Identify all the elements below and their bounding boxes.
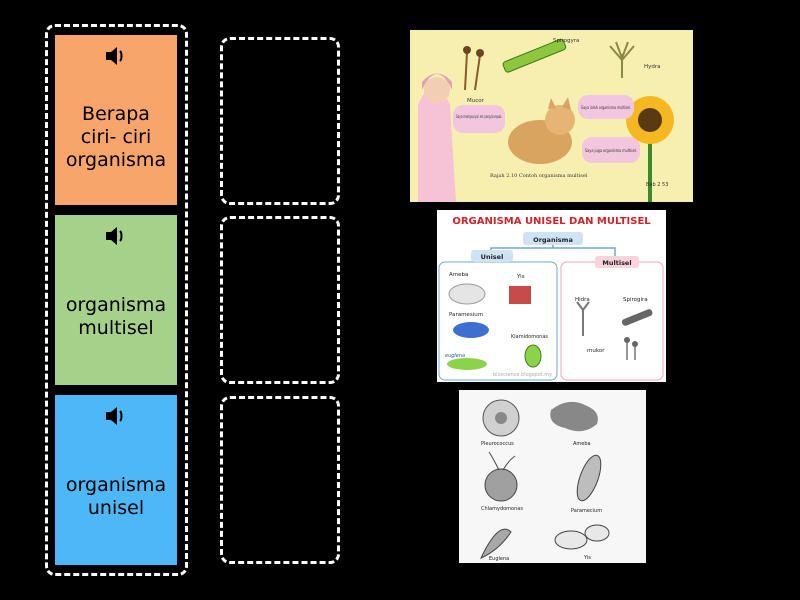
label-spirogyra: Spirogyra: [553, 38, 579, 44]
card-label: Berapa ciri- ciri organisma: [65, 102, 167, 171]
figure-caption: Rajah 2.10 Contoh organisma multisel: [490, 173, 588, 179]
item-yis: Yis: [516, 274, 525, 280]
speaker-icon[interactable]: [55, 225, 177, 247]
card-berapa-ciri[interactable]: Berapa ciri- ciri organisma: [55, 35, 177, 205]
label-yis: Yis: [583, 555, 591, 561]
item-klamidomonas: Klamidomonas: [511, 334, 548, 340]
card-organisma-unisel[interactable]: organisma unisel: [55, 395, 177, 565]
speaker-icon[interactable]: [55, 405, 177, 427]
item-hidra: Hidra: [575, 297, 590, 303]
chart-title: ORGANISMA UNISEL DAN MULTISEL: [452, 216, 651, 227]
unisel-label: Unisel: [481, 253, 504, 261]
drop-slot-1[interactable]: [220, 37, 340, 205]
watermark: bioscience.blogspot.my: [493, 372, 552, 378]
image-unisel-multisel-chart: ORGANISMA UNISEL DAN MULTISEL Organisma …: [437, 210, 666, 382]
card-label: organisma multisel: [65, 294, 167, 339]
root-label: Organisma: [533, 236, 573, 244]
bubble-text: Saya mempunyai sel yang banyak.: [456, 114, 502, 120]
item-ameba: Ameba: [449, 272, 468, 278]
drop-slot-2[interactable]: [220, 216, 340, 384]
label-chlamydomonas: Chlamydomonas: [481, 506, 523, 512]
card-column-frame: [45, 24, 188, 576]
label-paramecium: Paramecium: [571, 508, 602, 514]
image-unicellular-diagram: Pleurococcus Ameba Chlamydomonas Paramec…: [459, 390, 646, 563]
image-multisel-example: Mucor Spirogyra Hydra Saya mempunyai sel…: [410, 30, 693, 202]
page-number: Bab 2 53: [646, 182, 668, 188]
item-paramesium: Paramesium: [449, 312, 483, 318]
card-label: organisma unisel: [65, 474, 167, 519]
bubble-text: Saya juga organisma multisel.: [585, 148, 637, 154]
label-mucor: Mucor: [467, 98, 485, 104]
label-ameba: Ameba: [573, 441, 591, 447]
card-organisma-multisel[interactable]: organisma multisel: [55, 215, 177, 385]
item-euglena: euglena: [445, 353, 465, 359]
drop-slot-3[interactable]: [220, 396, 340, 564]
multisel-label: Multisel: [602, 259, 631, 267]
bubble-text: Saya ialah organisma multisel.: [581, 105, 631, 111]
item-spirogira: Spirogira: [623, 297, 648, 303]
label-euglena: Euglena: [489, 556, 509, 562]
label-pleurococcus: Pleurococcus: [481, 441, 514, 447]
label-hydra: Hydra: [644, 64, 661, 70]
item-mukor: mukor: [587, 348, 605, 354]
speaker-icon[interactable]: [55, 45, 177, 67]
